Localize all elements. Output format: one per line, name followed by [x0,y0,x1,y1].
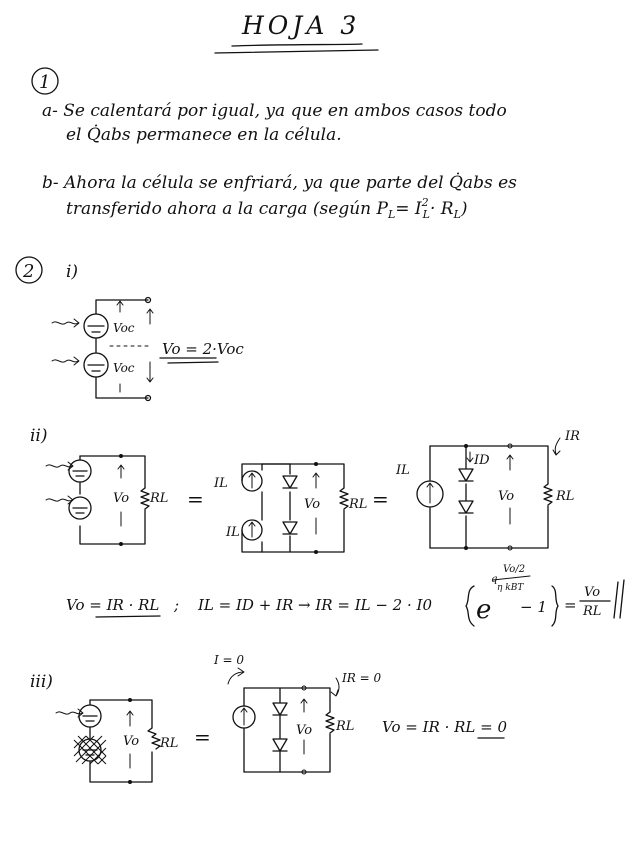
ii-eq-bracket-left [465,585,475,627]
q1-b-line2: transferido ahora a la carga (según PL= … [66,196,468,221]
iii-rl-mid: RL [335,719,354,734]
ii-equals-2: = [372,487,389,511]
ii-eq-exp-num: Vo/2 [503,564,525,575]
q1-number: 1 [39,72,50,93]
q2-part-i: i) [66,262,78,282]
iii-result: Vo = IR · RL = 0 [382,718,507,736]
ii-eq-exp-bar [492,575,531,581]
q1-a-line2: el Q̇abs permanece en la célula. [66,125,342,145]
i-voc-top: Voc [113,321,135,335]
i-vo-result: Vo = 2·Voc [162,340,244,358]
ii-eq-middle: IL = ID + IR → IR = IL − 2 · I0 [197,596,432,614]
ii-equals-1: = [187,487,204,511]
iii-i-zero: I = 0 [213,653,244,667]
title-underline-2 [214,49,379,54]
ii-eq-frac-den: RL [582,604,601,619]
circuit-ii-middle [241,462,349,554]
ii-rl-right: RL [555,489,574,504]
ii-id: ID [473,453,490,468]
title-underline-1 [231,43,363,47]
circuit-ii-right [416,437,561,551]
ii-eq-lhs: Vo = IR · RL [66,596,159,614]
q1-number-circle [31,67,59,95]
ii-vo-left: Vo [113,491,129,506]
q2-number: 2 [22,261,34,282]
circuit-iii-middle [227,667,340,775]
ii-eq-sep: ; [173,596,179,614]
ii-il-right: IL [395,463,410,478]
ii-rl-left: RL [149,491,168,506]
iii-ir-zero: IR = 0 [341,671,381,685]
ii-eq-exp-den: η kBT [497,583,524,593]
q2-part-iii: iii) [30,672,53,692]
q1-b-text: transferido ahora a la carga (según P [66,199,389,219]
ii-eq-final-mark-1 [613,581,619,619]
q1-b-sub-l2: L [422,208,430,221]
i-result-underline-2 [167,361,219,364]
iii-rl-left: RL [159,736,178,751]
q1-b-formula: = I [395,199,422,219]
ii-eq-final-mark-2 [619,579,625,619]
q1-b-line1: b- Ahora la célula se enfriará, ya que p… [42,173,517,193]
circuit-i [51,296,154,402]
circuit-ii-left [45,454,150,546]
q1-b-formula-tail: · R [430,199,454,219]
ii-eq-frac-num: Vo [584,585,600,600]
ii-il-bottom: IL [225,525,240,540]
iii-equals: = [194,725,211,749]
ii-ir: IR [564,429,580,444]
circuit-iii-left [55,698,161,784]
iii-vo-mid: Vo [296,723,312,738]
q1-a-line1: a- Se calentará por igual, ya que en amb… [42,101,507,121]
ii-eq-exp-base: e [476,595,491,625]
i-voc-bottom: Voc [113,361,135,375]
q1-b-sub-l: L [387,208,395,221]
q1-b-sub-l3: L [453,208,461,221]
ii-eq-bracket-right [551,585,559,627]
q1-b-close: ) [460,199,468,219]
ii-rl-mid: RL [348,497,367,512]
ii-vo-right: Vo [498,489,514,504]
ii-eq-equals: = [564,596,577,614]
ii-eq-minus-one: − 1 [520,598,547,616]
q1-b-sup-2: 2 [421,196,429,209]
q2-number-circle [15,256,43,284]
page-title: HOJA 3 [241,11,360,40]
q2-part-ii: ii) [30,426,48,446]
ii-vo-mid: Vo [304,497,320,512]
ii-il-top: IL [213,476,228,491]
iii-vo-left: Vo [123,734,139,749]
ii-eq-lhs-underline [95,615,161,618]
